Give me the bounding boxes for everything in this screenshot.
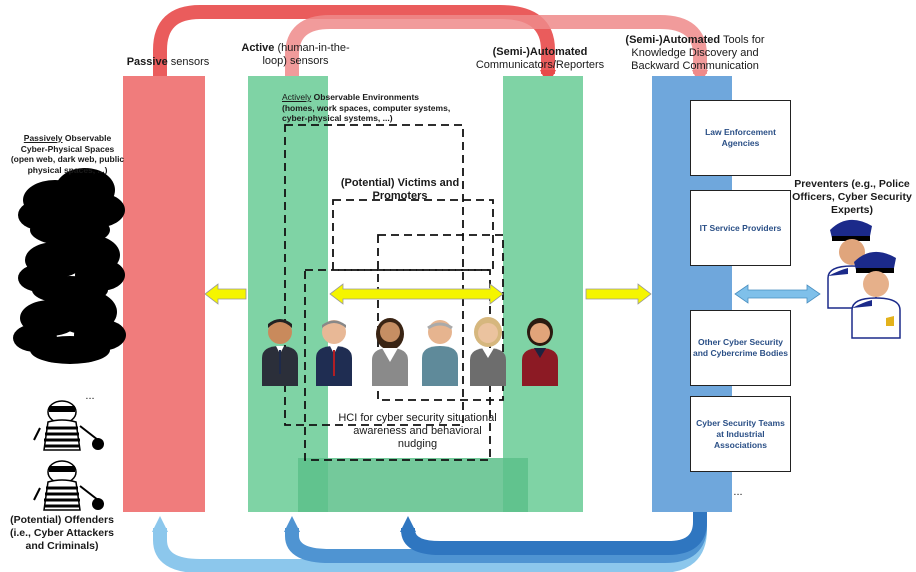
passive-sensors-label: Passive sensors (126, 56, 210, 68)
clouds-icon (13, 168, 126, 364)
victims-label: (Potential) Victims and Promoters (340, 177, 460, 202)
org-it-service-providers: IT Service Providers (690, 190, 791, 266)
victims-people-icon (262, 317, 558, 386)
ellipsis-right: ... (733, 486, 743, 498)
active-environments-label: Actively Observable Environments (homes,… (282, 92, 451, 123)
hci-label: HCI for cyber security situational aware… (338, 412, 497, 450)
preventers-label: Preventers (e.g., Police Officers, Cyber… (792, 178, 912, 216)
active-sensors-column (248, 76, 328, 512)
yellow-arrows (204, 283, 652, 305)
active-sensors-label: Active (human-in-the-loop) sensors (241, 42, 350, 67)
ellipsis-left: ... (85, 390, 95, 402)
hci-bar (298, 458, 528, 512)
offenders-label: (Potential) Offenders (i.e., Cyber Attac… (9, 514, 115, 552)
bottom-feedback-arrows (152, 512, 707, 572)
police-officers-icon (827, 219, 901, 339)
preventers-arrow (734, 284, 821, 304)
passive-sensors-column (123, 76, 205, 512)
org-law-enforcement: Law Enforcement Agencies (690, 100, 791, 176)
org-cyber-security-teams: Cyber Security Teams at Industrial Assoc… (690, 396, 791, 472)
org-other-cyber-bodies: Other Cyber Security and Cybercrime Bodi… (690, 310, 791, 386)
offenders-icon (33, 400, 104, 511)
communicators-column (503, 76, 583, 512)
tools-label: (Semi-)Automated Tools for Knowledge Dis… (625, 34, 765, 72)
passive-spaces-label: Passively Observable Cyber-Physical Spac… (10, 133, 125, 175)
